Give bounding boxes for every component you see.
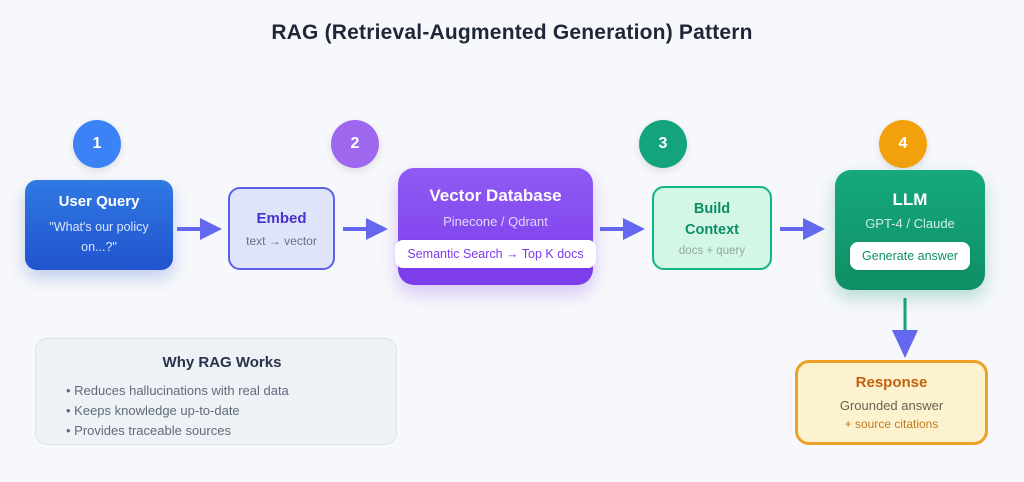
node-build-context: Build Context docs + query [652,186,772,270]
node-build-context-title: Build Context [685,200,739,238]
node-response: Response Grounded answer + source citati… [795,360,988,445]
node-response-line1: Grounded answer [839,398,944,413]
step-number: 1 [92,135,102,152]
node-embed: Embed text → vector [228,187,335,270]
generate-answer-badge: Generate answer [850,242,970,270]
why-rag-works-list: • Reduces hallucinations with real data … [66,381,378,441]
node-llm: LLM GPT-4 / Claude Generate answer [835,170,985,290]
node-embed-title: Embed [256,209,307,227]
step-badge-4: 4 [879,120,927,168]
node-user-query-title: User Query [58,193,140,210]
step-number: 4 [898,135,908,152]
node-build-context-subtitle: docs + query [678,245,746,258]
node-response-title: Response [855,374,928,391]
arrow-right-icon [600,218,645,240]
node-vector-database: Vector Database Pinecone / Qdrant Semant… [395,168,596,285]
why-bullet-2: • Keeps knowledge up-to-date [66,403,240,418]
arrow-right-icon [343,218,388,240]
step-badge-1: 1 [73,120,121,168]
node-embed-subtitle: text → vector [246,233,317,248]
arrow-right-icon [177,218,222,240]
node-user-query: User Query "What's our policy on...?" [25,180,173,270]
why-rag-works-title: Why RAG Works [162,354,282,371]
node-vector-database-title: Vector Database [429,185,562,205]
why-bullet-3: • Provides traceable sources [66,423,231,438]
node-response-line2: + source citations [844,417,939,431]
page-title: RAG (Retrieval-Augmented Generation) Pat… [271,21,753,44]
semantic-search-badge: Semantic Search → Top K docs [395,239,596,268]
arrow-right-icon [780,218,825,240]
why-rag-works-panel: Why RAG Works • Reduces hallucinations w… [35,338,397,445]
step-badge-3: 3 [639,120,687,168]
node-llm-subtitle: GPT-4 / Claude [865,216,955,231]
node-vector-database-subtitle: Pinecone / Qdrant [443,213,548,229]
arrow-down-icon [892,298,918,358]
node-llm-title: LLM [892,190,928,209]
node-user-query-subtitle: "What's our policy on...?" [49,220,149,254]
step-badge-2: 2 [331,120,379,168]
step-number: 2 [350,135,360,152]
why-bullet-1: • Reduces hallucinations with real data [66,383,289,398]
step-number: 3 [658,135,668,152]
